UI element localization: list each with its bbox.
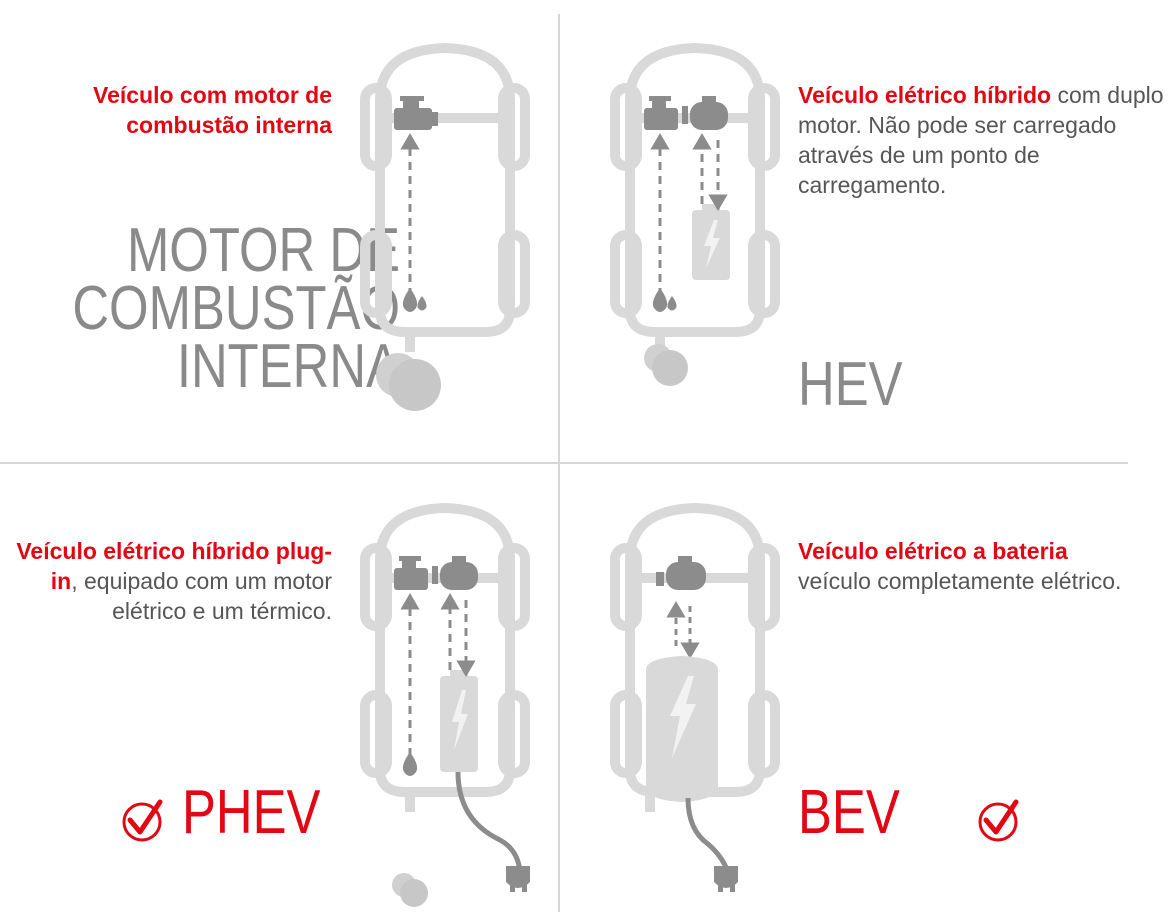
bev-highlight: Veículo elétrico a bateria (798, 538, 1068, 564)
electric-motor-icon (432, 556, 478, 590)
check-circle-icon (978, 799, 1019, 842)
hev-title: HEV (798, 350, 903, 419)
ice-description: Veículo com motor de combustão interna (40, 80, 332, 140)
energy-flow-icon (666, 601, 700, 659)
ice-title-line-2: COMBUSTÃO (72, 274, 400, 343)
electric-motor-icon (656, 556, 706, 590)
car-outline-icon (360, 42, 530, 352)
fuel-line-icon (400, 133, 420, 296)
plug-icon (685, 797, 738, 892)
ice-car-diagram (360, 42, 530, 411)
ice-title-line-1: MOTOR DE (126, 216, 400, 285)
battery-icon (440, 670, 478, 772)
horizontal-divider (0, 462, 1128, 464)
check-circle-icon (122, 799, 163, 842)
engine-icon (394, 556, 428, 590)
phev-title: PHEV (182, 778, 321, 847)
hev-description: Veículo elétrico híbrido com duplo motor… (798, 80, 1176, 200)
bev-title: BEV (798, 778, 900, 847)
energy-flow-icon (650, 133, 728, 296)
hev-highlight: Veículo elétrico híbrido (798, 82, 1052, 108)
hev-text: com duplo motor. Não pode ser carregado … (798, 82, 1164, 198)
bev-description: Veículo elétrico a bateria veículo compl… (798, 536, 1176, 596)
engine-icon (394, 96, 438, 130)
fuel-drop-icon (652, 288, 677, 312)
exhaust-cloud-icon (376, 353, 441, 411)
battery-icon (646, 656, 718, 802)
energy-flow-icon (400, 593, 476, 756)
phev-text: , equipado com um motor elétrico e um té… (71, 568, 332, 624)
ice-title-line-3: INTERNA (176, 332, 400, 401)
fuel-drop-icon (402, 288, 427, 312)
bev-car-diagram (610, 502, 780, 892)
engine-icon (644, 96, 678, 130)
plug-icon (455, 771, 530, 892)
bev-text: veículo completamente elétrico. (798, 568, 1122, 594)
phev-car-diagram (360, 502, 530, 907)
exhaust-cloud-icon (392, 873, 428, 907)
electric-motor-icon (682, 96, 728, 130)
car-outline-icon (610, 42, 780, 352)
hev-car-diagram (610, 42, 780, 386)
ice-highlight: Veículo com motor de combustão interna (93, 82, 332, 138)
phev-highlight: Veículo elétrico híbrido plug-in (16, 538, 332, 594)
battery-icon (692, 204, 730, 280)
phev-description: Veículo elétrico híbrido plug-in, equipa… (10, 536, 332, 626)
ice-title: MOTOR DE COMBUSTÃO INTERNA (72, 216, 400, 401)
fuel-drop-icon (402, 752, 418, 776)
exhaust-cloud-icon (644, 344, 688, 386)
